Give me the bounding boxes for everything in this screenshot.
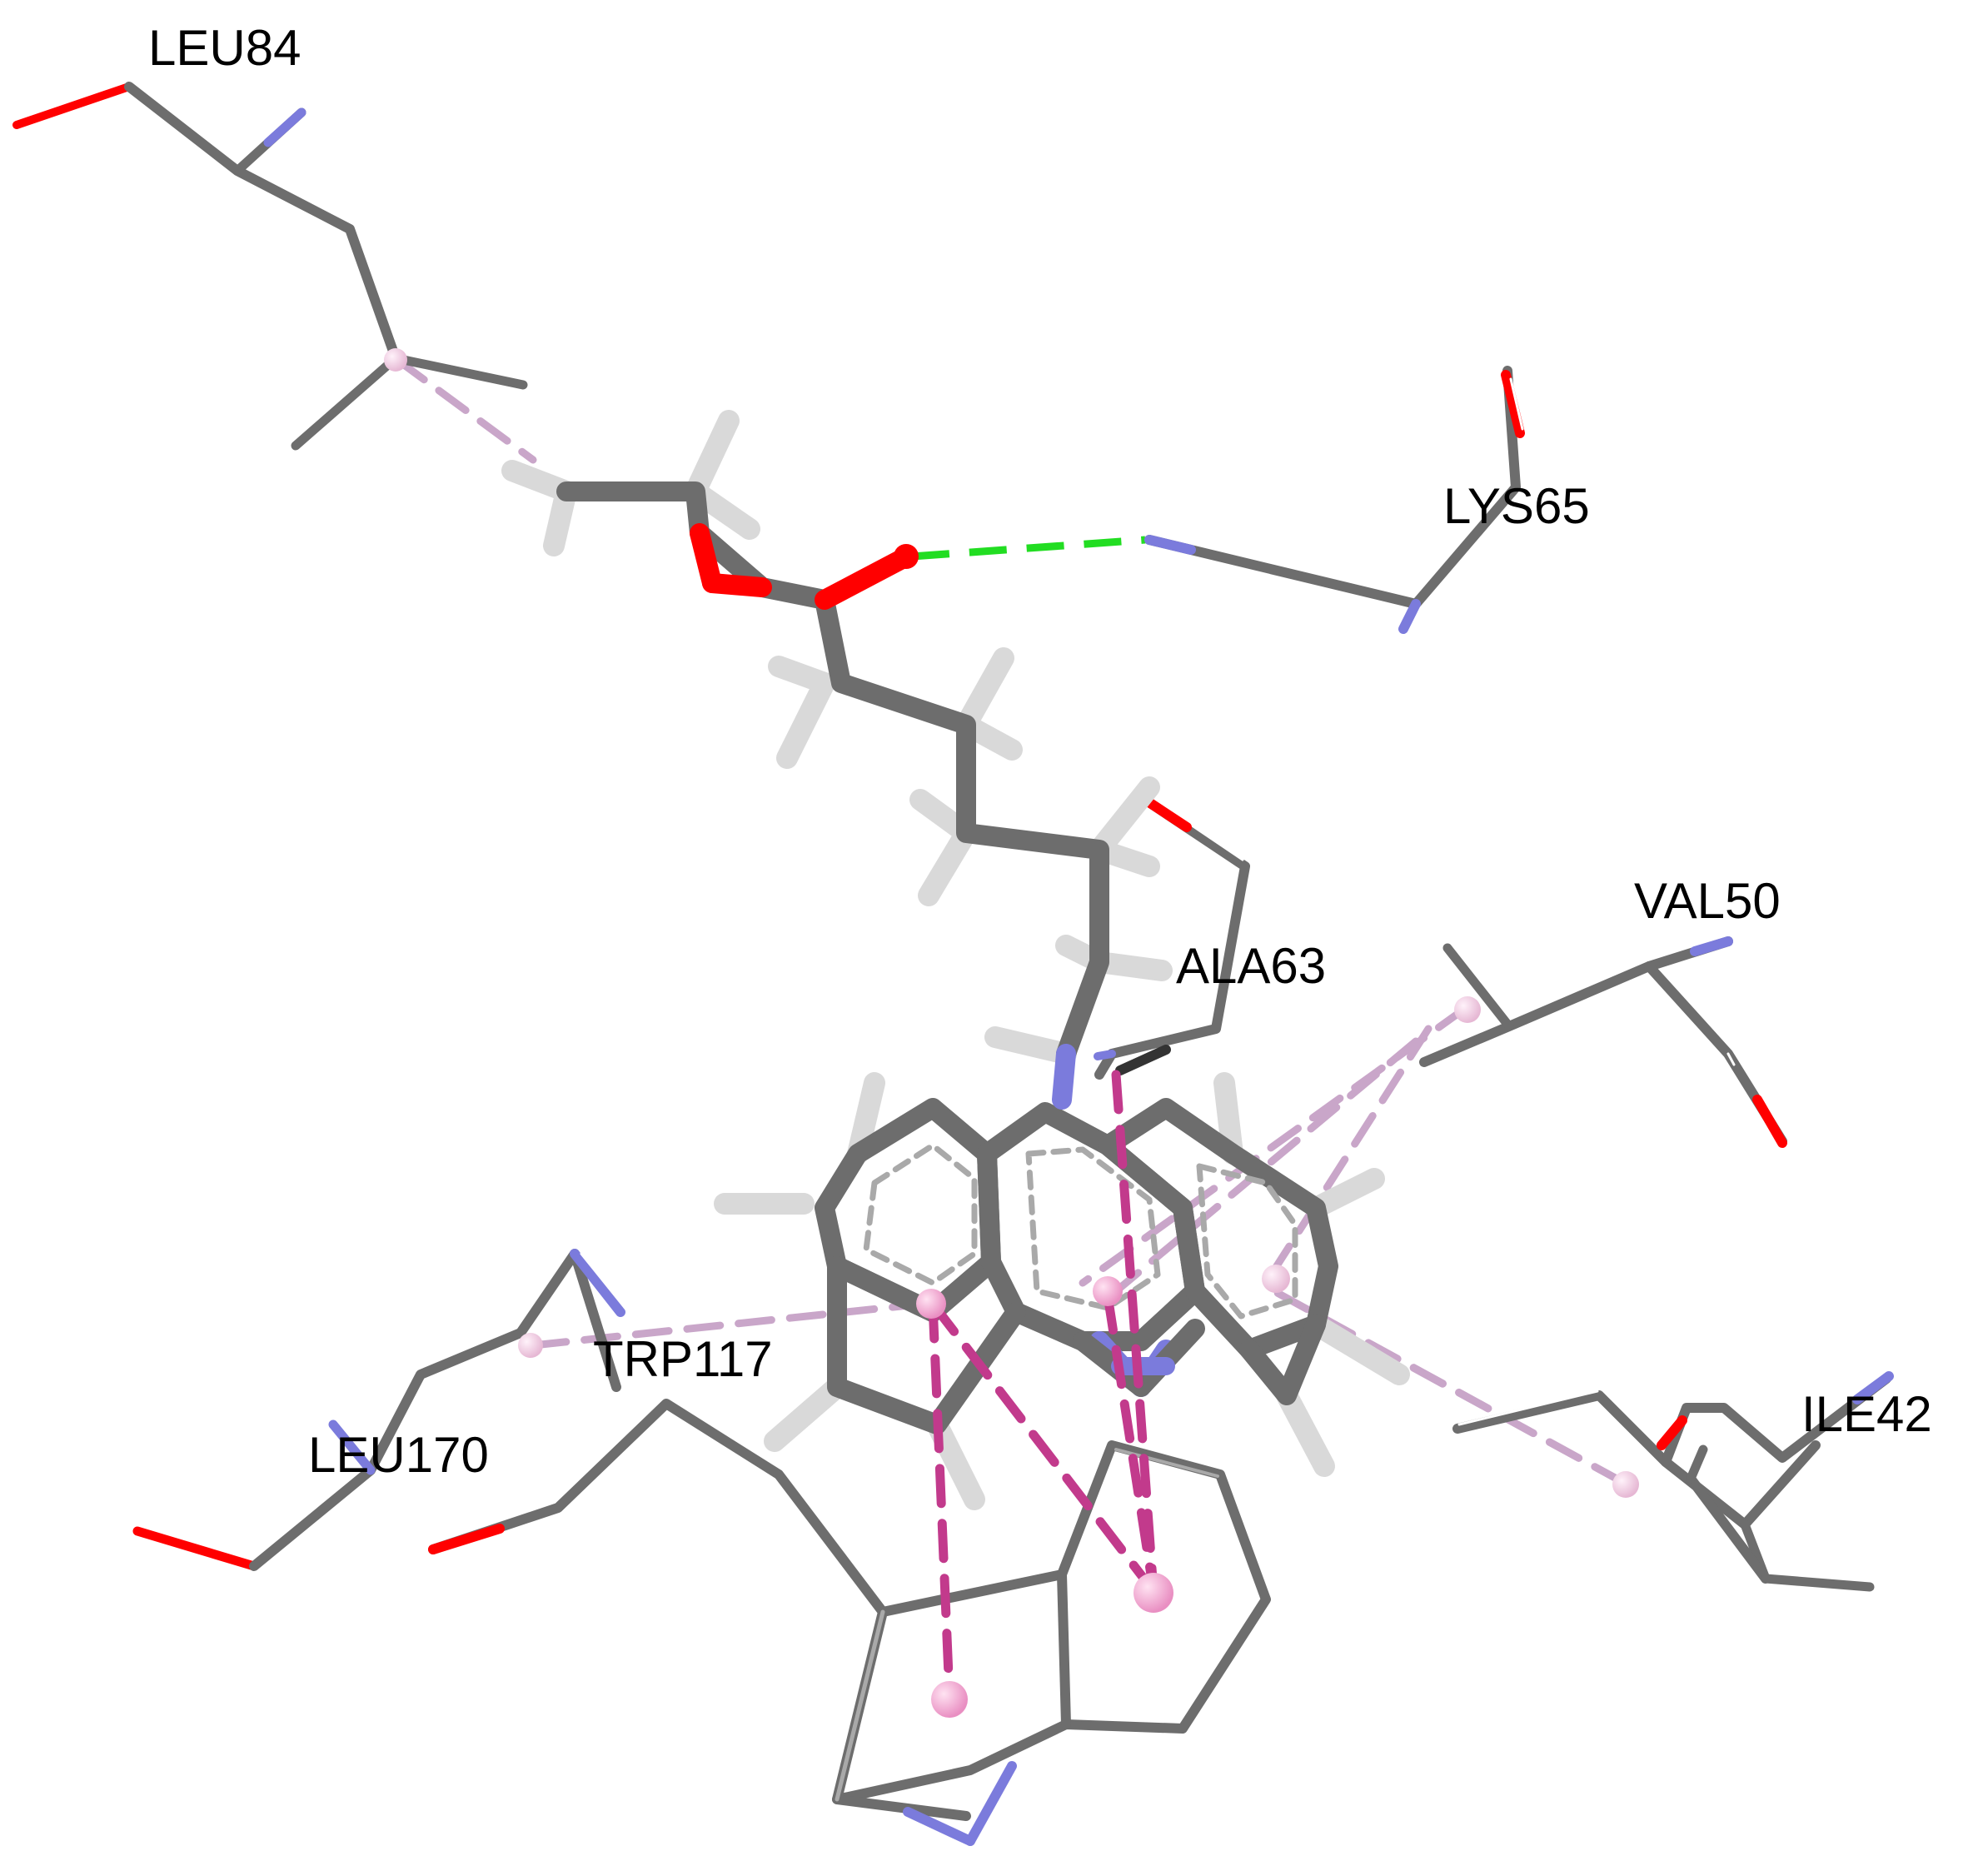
centroid-trp-six-ring bbox=[1134, 1573, 1173, 1613]
pi-bond-4 bbox=[1103, 1290, 1158, 1596]
hydrogen-bond bbox=[911, 536, 1146, 561]
aromatic-rings bbox=[863, 1142, 1298, 1320]
alkyl-bond-val50-c bbox=[1112, 1037, 1420, 1295]
label-ile42: ILE42 bbox=[1801, 1386, 1932, 1442]
pi-interactions bbox=[928, 1070, 1158, 1700]
residue-lys65 bbox=[1144, 366, 1525, 634]
centroid-leu84 bbox=[384, 348, 407, 372]
label-leu170: LEU170 bbox=[308, 1427, 489, 1483]
centroid-leu170 bbox=[518, 1333, 543, 1358]
residue-leu84 bbox=[12, 77, 528, 451]
label-ala63: ALA63 bbox=[1176, 938, 1326, 994]
pi-bond-1 bbox=[928, 1299, 954, 1700]
residue-val50 bbox=[1419, 936, 1787, 1148]
label-lys65: LYS65 bbox=[1443, 478, 1590, 534]
label-leu84: LEU84 bbox=[148, 20, 301, 76]
residue-leu170 bbox=[132, 1249, 628, 1571]
ligand bbox=[501, 410, 1410, 1510]
hbond-lys65 bbox=[911, 536, 1146, 561]
residue-labels: LEU84 LYS65 VAL50 ALA63 TRP117 LEU170 IL… bbox=[148, 20, 1932, 1483]
ligand-carbons bbox=[556, 481, 1338, 1434]
residue-ile42 bbox=[1452, 1371, 1894, 1592]
pi-bond-3 bbox=[1111, 1070, 1158, 1596]
centroid-ring-a bbox=[916, 1289, 946, 1319]
alkyl-bond-val50-b bbox=[1262, 1025, 1432, 1287]
alkyl-bond-leu84 bbox=[393, 356, 537, 464]
centroid-ring-c bbox=[1262, 1265, 1290, 1293]
label-val50: VAL50 bbox=[1634, 873, 1781, 929]
residue-ala63 bbox=[1094, 794, 1250, 1080]
pi-bond-2 bbox=[928, 1299, 1158, 1596]
centroid-trp-five-ring bbox=[931, 1681, 968, 1718]
centroid-ile42 bbox=[1612, 1471, 1639, 1498]
centroid-ring-b bbox=[1093, 1276, 1123, 1306]
centroid-val50 bbox=[1454, 996, 1481, 1023]
interaction-centroids bbox=[384, 348, 1639, 1718]
ligand-oxygens bbox=[690, 523, 914, 610]
label-trp117: TRP117 bbox=[593, 1331, 773, 1387]
